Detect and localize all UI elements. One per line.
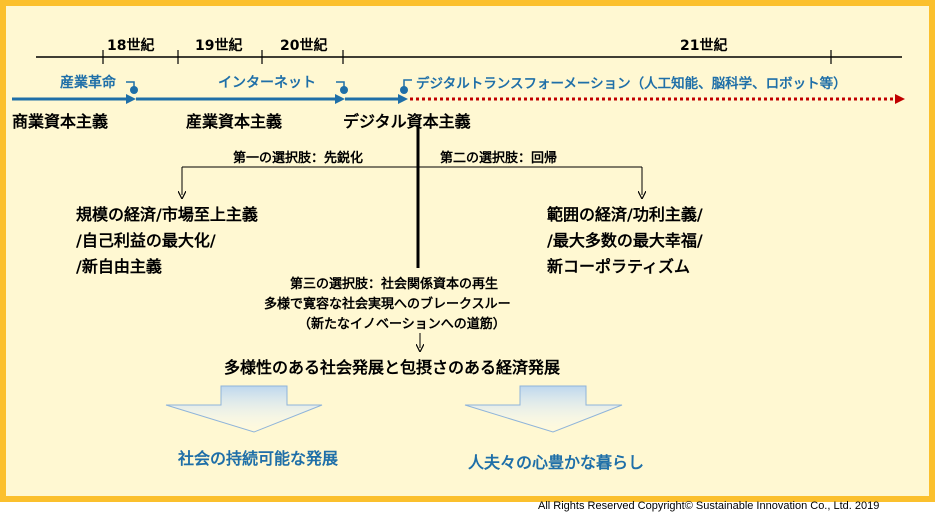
event-industrial-revolution: 産業革命 <box>60 75 116 91</box>
event-internet: インターネット <box>218 75 316 91</box>
right-branch-line-3: 新コーポラティズム <box>547 257 691 276</box>
event-dot <box>400 86 408 94</box>
option-third-line-1: 第三の選択肢：社会関係資本の再生 <box>290 277 499 292</box>
copyright-notice: All Rights Reserved Copyright© Sustainab… <box>538 500 880 512</box>
era-20th: 20世紀 <box>280 38 328 54</box>
down-arrow-left <box>165 385 323 433</box>
blue-arrowhead <box>398 94 408 104</box>
system-industrial-capitalism: 産業資本主義 <box>186 112 283 131</box>
event-digital-transformation: デジタルトランスフォーメーション（人工知能、脳科学、ロボット等） <box>416 76 847 92</box>
era-19th: 19世紀 <box>195 38 243 54</box>
right-branch-line-2: /最大多数の最大幸福/ <box>547 231 703 250</box>
goal-statement: 多様性のある社会発展と包摂さのある経済発展 <box>224 358 561 377</box>
right-branch-line-1: 範囲の経済/功利主義/ <box>547 205 703 224</box>
diagram-frame <box>0 0 935 502</box>
option-second: 第二の選択肢：回帰 <box>440 151 558 166</box>
result-left: 社会の持続可能な発展 <box>178 449 339 468</box>
system-commercial-capitalism: 商業資本主義 <box>12 112 109 131</box>
blue-arrowhead <box>126 94 136 104</box>
option-third-line-2: 多様で寛容な社会実現へのブレークスルー <box>264 297 511 312</box>
event-dot <box>130 86 138 94</box>
down-arrow-right <box>464 385 623 433</box>
option-first: 第一の選択肢：先鋭化 <box>233 151 364 166</box>
left-branch-line-1: 規模の経済/市場至上主義 <box>76 205 258 224</box>
blue-arrowhead <box>335 94 345 104</box>
future-arrowhead <box>895 94 905 104</box>
option-third-line-3: （新たなイノベーションへの道筋） <box>298 317 506 332</box>
left-branch-line-3: /新自由主義 <box>76 257 162 276</box>
era-21st: 21世紀 <box>680 38 728 54</box>
result-right: 人夫々の心豊かな暮らし <box>468 453 645 472</box>
left-branch-line-2: /自己利益の最大化/ <box>76 231 216 250</box>
era-18th: 18世紀 <box>107 38 155 54</box>
event-dot <box>340 86 348 94</box>
system-digital-capitalism: デジタル資本主義 <box>343 112 471 131</box>
